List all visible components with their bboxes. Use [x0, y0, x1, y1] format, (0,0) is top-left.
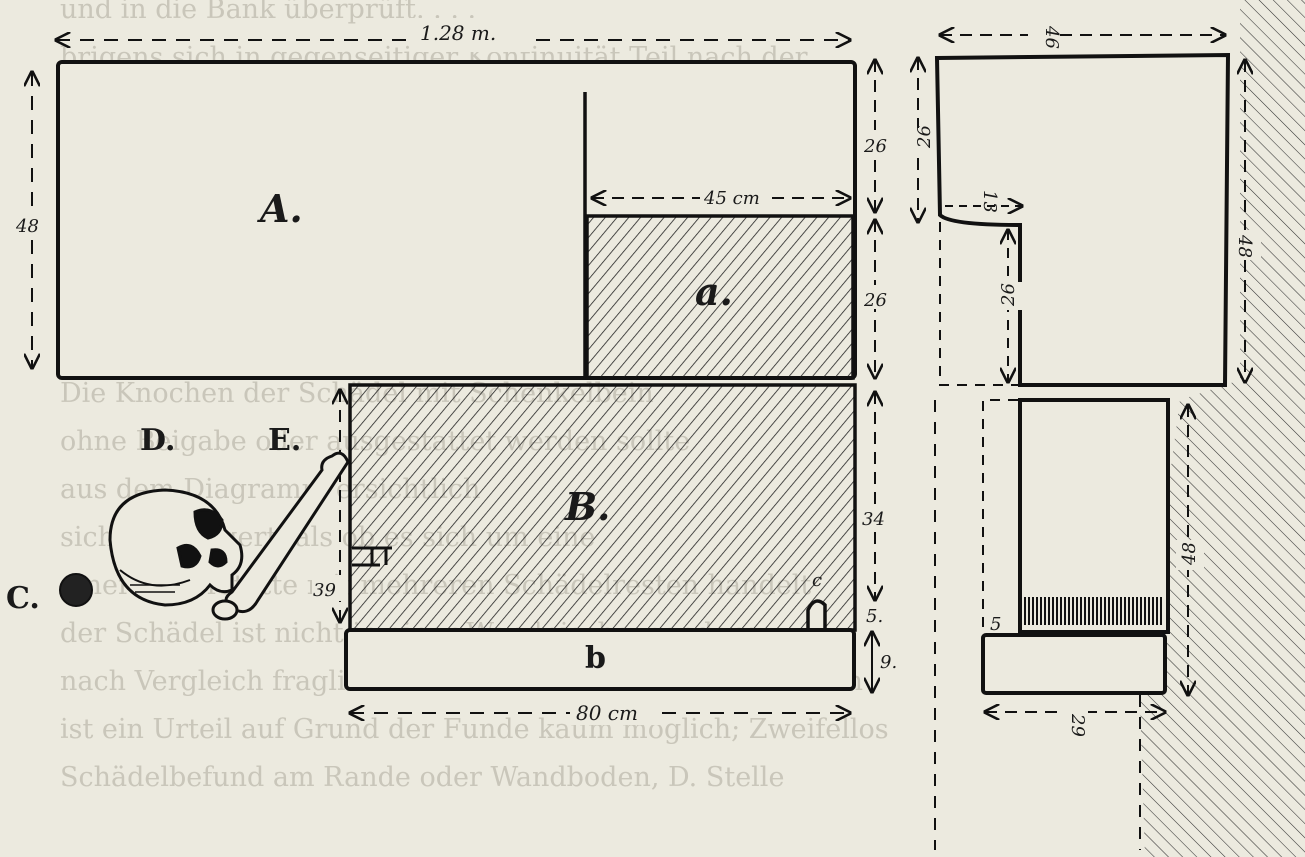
background-text-line: und in die Bank überprüft. . . .: [60, 0, 476, 25]
dim-inner-width: 45 cm: [703, 188, 760, 209]
dim-side-right-48-bottom: 48: [1179, 542, 1200, 566]
dim-middle-right: 26: [863, 290, 887, 311]
dim-side-inner: 26: [998, 283, 1019, 307]
dim-side-top-width: 46: [1041, 25, 1062, 49]
label-c-notch: c: [812, 570, 822, 591]
side-upper-dashed-outline: [939, 222, 1018, 386]
dim-left-height: 48: [15, 216, 39, 237]
background-text-line: ist ein Urteil auf Grund der Funde kaum …: [60, 714, 889, 745]
label-c: C.: [6, 581, 40, 616]
object-c-disc: [59, 573, 93, 607]
dim-left-39: 39: [313, 580, 336, 601]
label-b-upper: B.: [564, 484, 610, 529]
side-vertical-hatch-band: [1022, 597, 1164, 625]
side-bottom-block: [981, 633, 1167, 695]
dim-bottom-width: 80 cm: [576, 701, 638, 725]
b-left-mark: [352, 546, 392, 567]
label-d: D.: [140, 423, 175, 458]
dim-side-right-48-top: 48: [1234, 234, 1255, 258]
wall-hatching: [1130, 0, 1305, 857]
dim-b-strip: 9.: [880, 652, 897, 673]
label-b-lower: b: [585, 641, 606, 676]
dim-side-ledge: 13: [979, 190, 1000, 213]
dim-total-width: 1.28 m.: [420, 21, 496, 45]
dim-notch: 5.: [866, 606, 883, 627]
side-upper-section: [934, 52, 1231, 387]
bone-drawing: [211, 451, 350, 621]
dim-side-bottom: 29: [1067, 713, 1088, 737]
side-lower-section: [1018, 398, 1170, 634]
dim-side-small-5: 5: [990, 614, 1001, 635]
strip-b: [344, 628, 856, 691]
label-a-upper: A.: [257, 186, 303, 231]
background-text-line: Schädelbefund am Rande oder Wandboden, D…: [60, 762, 784, 793]
dim-side-upper-left: 26: [914, 125, 935, 149]
hatched-area-a: [585, 214, 855, 380]
skull-drawing: [108, 488, 244, 607]
side-lower-dashed-outline: [982, 399, 1018, 635]
label-e: E.: [268, 423, 301, 458]
dim-b-height: 34: [862, 509, 885, 530]
label-a-lower: a.: [695, 269, 733, 314]
dim-upper-right: 26: [863, 136, 887, 157]
